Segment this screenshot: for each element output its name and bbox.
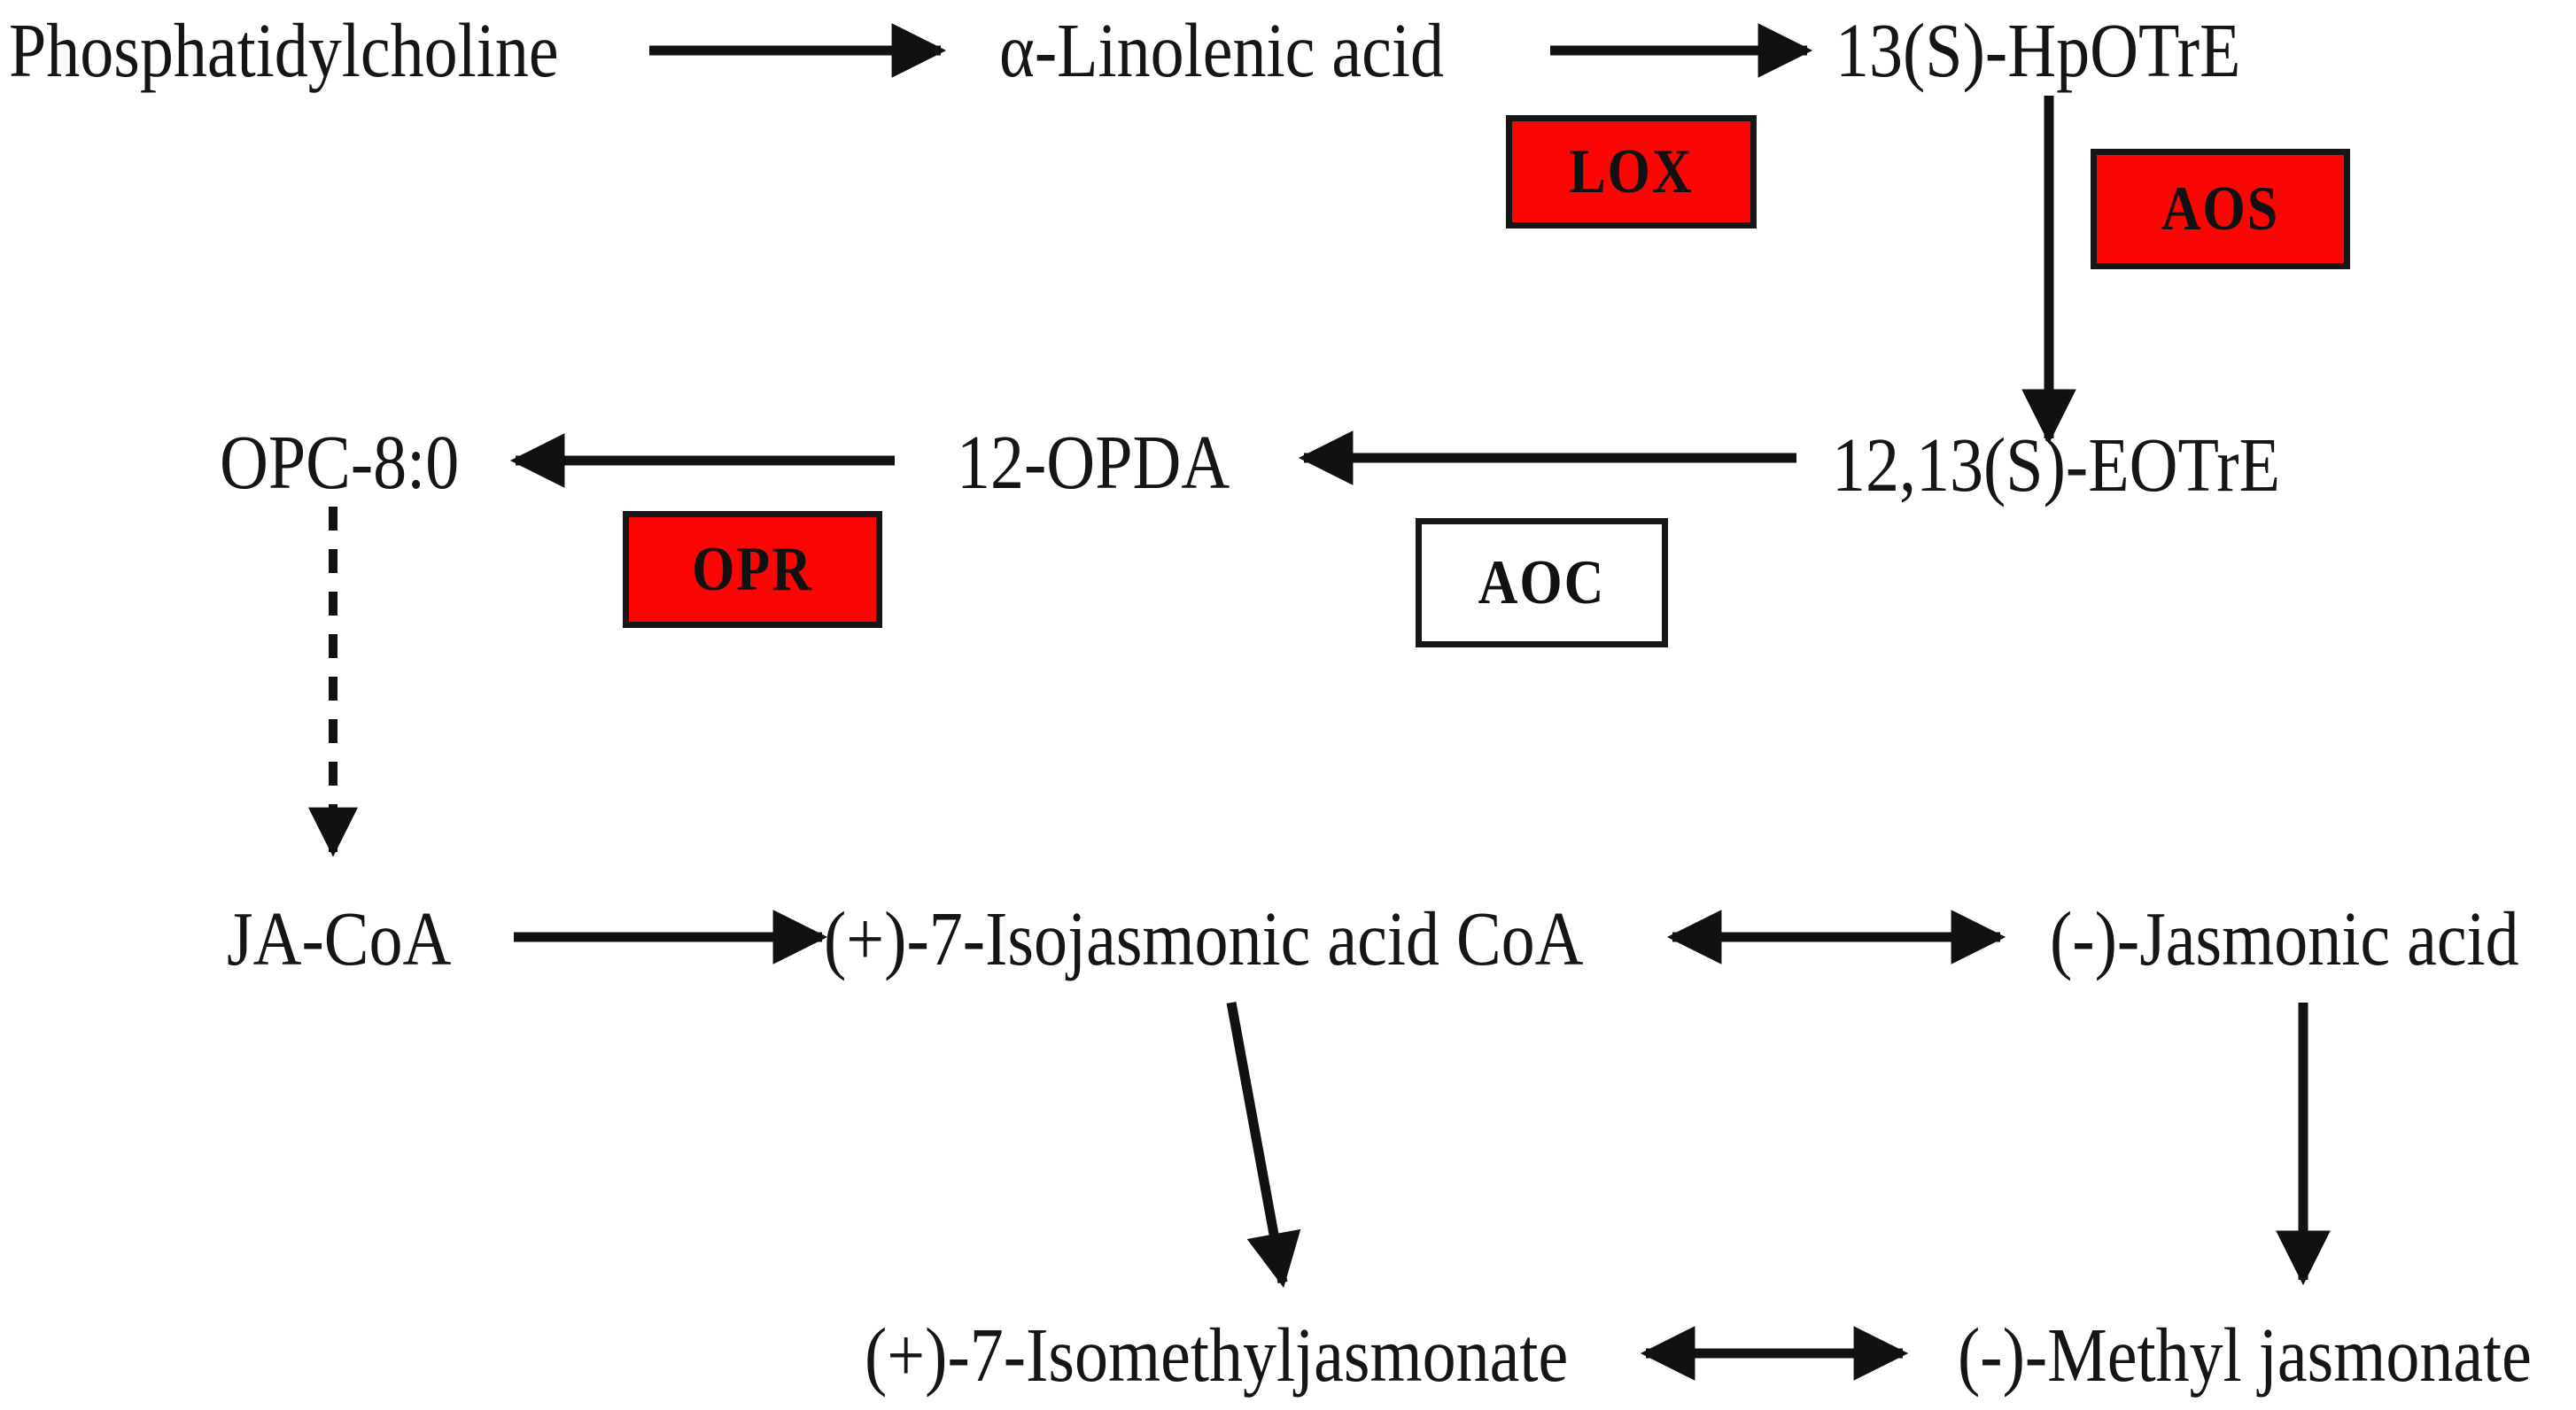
node-methyl-jasmonate: (-)-Methyl jasmonate [1958, 1312, 2532, 1398]
enzyme-box-aos: AOS [2091, 149, 2350, 269]
node-iso-methyljasmonate: (+)-7-Isomethyljasmonate [865, 1312, 1569, 1398]
node-12-13s-eotre: 12,13(S)-EOTrE [1832, 422, 2280, 508]
node-opc-8-0: OPC-8:0 [220, 419, 460, 506]
enzyme-box-lox: LOX [1506, 115, 1757, 229]
node-iso-jasmonic-acid-coa: (+)-7-Isojasmonic acid CoA [824, 895, 1584, 982]
enzyme-label-aoc: AOC [1478, 547, 1606, 617]
node-13s-hpotre: 13(S)-HpOTrE [1835, 7, 2241, 94]
enzyme-label-lox: LOX [1569, 136, 1694, 206]
enzyme-label-opr: OPR [692, 534, 813, 604]
node-alpha-linolenic-acid: α-Linolenic acid [999, 7, 1444, 94]
arrow-isojasmonic-to-isomethyl [1226, 1002, 1301, 1289]
enzyme-label-aos: AOS [2161, 174, 2280, 244]
node-phosphatidylcholine: Phosphatidylcholine [9, 7, 559, 94]
node-ja-coa: JA-CoA [227, 895, 452, 982]
enzyme-box-opr: OPR [623, 511, 882, 628]
enzyme-box-aoc: AOC [1416, 518, 1668, 647]
node-jasmonic-acid: (-)-Jasmonic acid [2050, 895, 2519, 982]
node-12-opda: 12-OPDA [957, 419, 1230, 506]
